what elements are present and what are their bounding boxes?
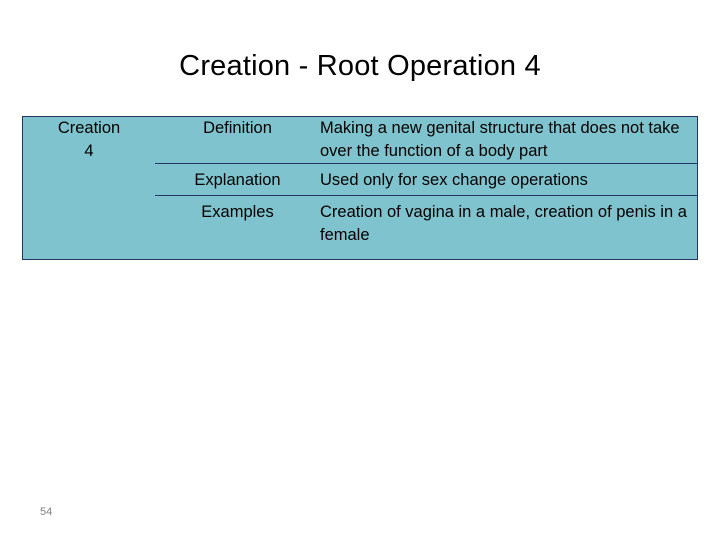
row-label-line1: Creation	[57, 119, 121, 137]
row-label-line2: 4	[84, 141, 94, 160]
text-definition: Making a new genital structure that does…	[320, 119, 680, 160]
table-row: Creation 4 Definition Making a new genit…	[23, 117, 697, 163]
text-examples: Creation of vagina in a male, creation o…	[320, 195, 697, 259]
table-row: Examples Creation of vagina in a male, c…	[23, 195, 697, 259]
term-explanation: Explanation	[155, 162, 320, 196]
table-row: Explanation Used only for sex change ope…	[23, 162, 697, 196]
row-label: Creation 4	[23, 117, 155, 259]
page-number: 54	[40, 506, 53, 518]
term-definition: Definition	[203, 119, 272, 137]
page-title: Creation - Root Operation 4	[179, 50, 541, 82]
term-examples: Examples	[155, 195, 320, 259]
text-explanation: Used only for sex change operations	[320, 162, 697, 196]
content-box: Creation 4 Definition Making a new genit…	[22, 116, 698, 260]
info-table: Creation 4 Definition Making a new genit…	[23, 117, 697, 259]
